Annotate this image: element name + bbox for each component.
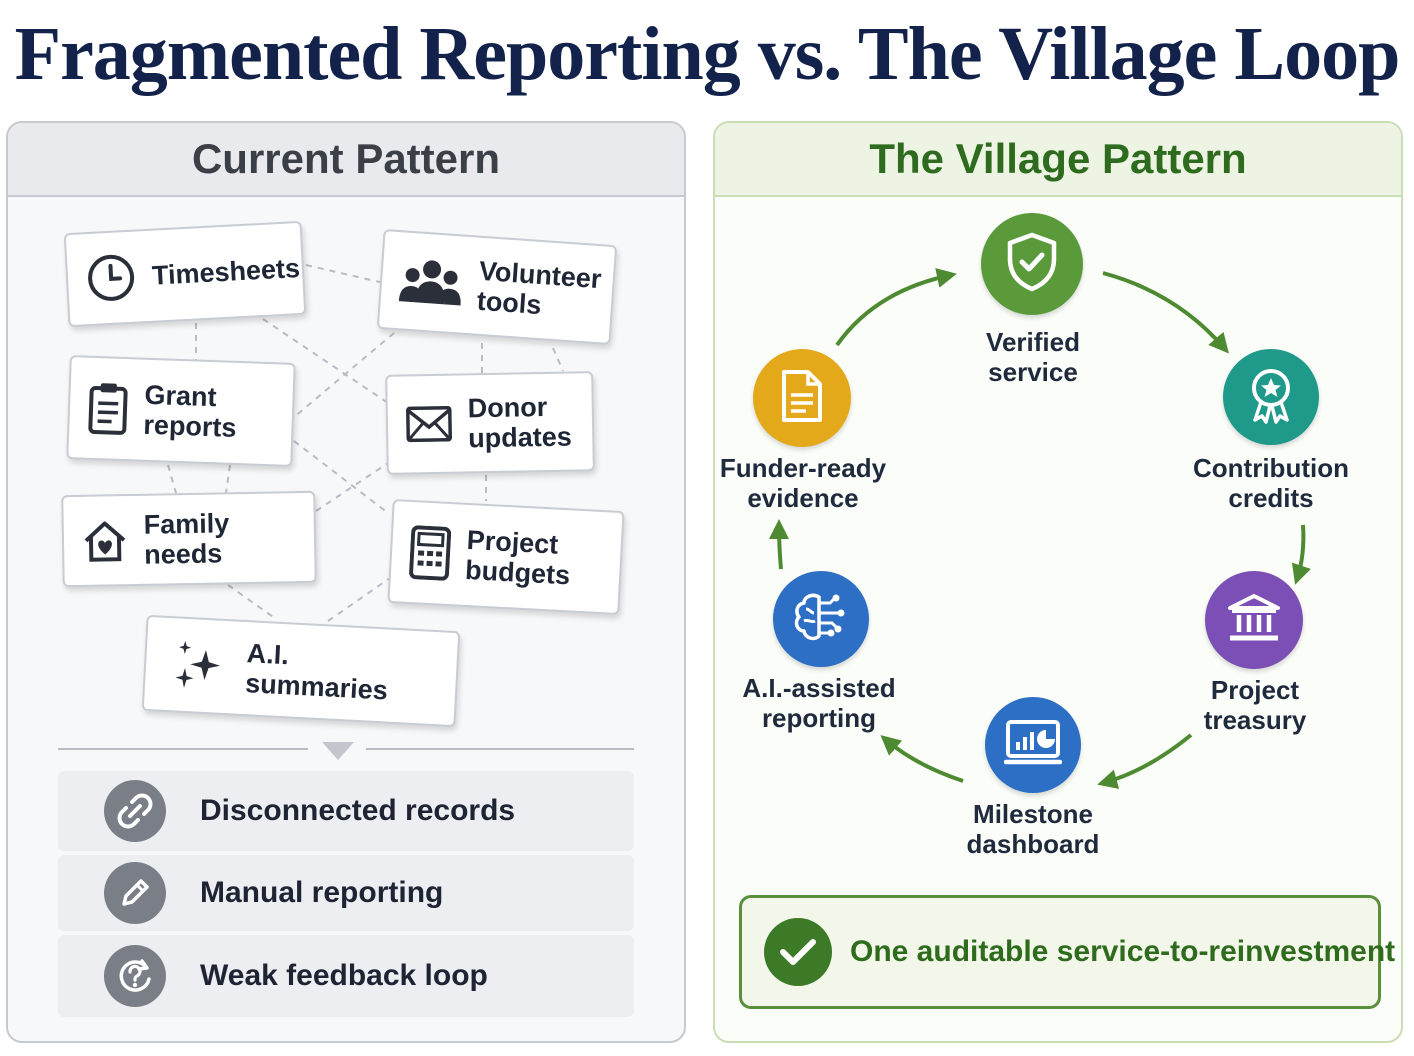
divider-arrow-icon: [322, 742, 354, 760]
arrow-to-treasury: [1291, 524, 1311, 585]
village-pattern-heading: The Village Pattern: [715, 123, 1401, 197]
check-circle-icon: [764, 918, 832, 986]
house-heart-icon: [82, 518, 129, 563]
node-label-credits: Contribution credits: [1193, 453, 1349, 513]
village-pattern-panel: The Village Pattern Verified service Con…: [713, 121, 1403, 1043]
node-label-treasury: Project treasury: [1203, 675, 1307, 735]
arrow-to-evidence: [769, 519, 790, 570]
card-label: Project budgets: [464, 524, 571, 591]
node-label-ai: A.I.-assisted reporting: [742, 673, 896, 733]
clipboard-icon: [87, 381, 129, 436]
calculator-icon: [409, 525, 452, 581]
shield-check-icon: [1004, 231, 1060, 298]
node-funder-evidence: [753, 349, 851, 447]
node-label-verified: Verified service: [986, 327, 1080, 387]
cycle-arrows: [769, 268, 1311, 789]
monitor-chart-icon: [1003, 718, 1063, 773]
current-pattern-heading: Current Pattern: [8, 123, 684, 197]
node-milestone-dashboard: [985, 697, 1081, 793]
node-verified-service: [981, 213, 1083, 315]
card-ai-summaries: A.I. summaries: [141, 614, 461, 728]
node-project-treasury: [1205, 571, 1303, 669]
document-icon: [780, 369, 824, 428]
banner-text: One auditable service-to-reinvestment lo…: [850, 935, 1401, 968]
pencil-icon: [104, 862, 166, 924]
broken-link-icon: [104, 780, 166, 842]
card-label: Volunteer tools: [475, 255, 603, 321]
card-label: A.I. summaries: [244, 638, 389, 706]
node-ai-reporting: [773, 571, 869, 667]
issue-row-weak-loop: Weak feedback loop: [58, 935, 634, 1017]
issue-row-disconnected: Disconnected records: [58, 771, 634, 851]
award-ribbon-icon: [1244, 365, 1298, 430]
node-contribution-credits: [1223, 349, 1319, 445]
page-title: Fragmented Reporting vs. The Village Loo…: [14, 12, 1401, 96]
node-label-dashboard: Milestone dashboard: [966, 799, 1100, 859]
current-pattern-panel: Current Pattern Timesheets Volunteer to: [6, 121, 686, 1043]
issue-row-manual: Manual reporting: [58, 855, 634, 931]
bank-icon: [1226, 592, 1282, 649]
clock-icon: [85, 252, 138, 305]
loop-banner: One auditable service-to-reinvestment lo…: [739, 895, 1401, 1009]
people-icon: [398, 255, 463, 309]
envelope-icon: [406, 405, 453, 443]
dashed-connections: [167, 264, 564, 622]
card-donor-updates: Donor updates: [385, 371, 595, 475]
card-grant-reports: Grant reports: [66, 355, 296, 467]
arrow-to-credits: [1102, 271, 1229, 354]
arrow-to-ai: [880, 735, 964, 783]
card-volunteer-tools: Volunteer tools: [376, 228, 618, 346]
divider-left: [58, 748, 308, 750]
card-project-budgets: Project budgets: [387, 499, 625, 615]
arrow-to-verified: [835, 268, 957, 347]
card-label: Donor updates: [467, 392, 573, 454]
issue-label: Weak feedback loop: [200, 959, 488, 992]
card-timesheets: Timesheets: [63, 220, 307, 328]
brain-circuit-icon: [792, 591, 850, 648]
sparkles-icon: [173, 638, 224, 692]
card-label: Grant reports: [142, 379, 237, 443]
question-cycle-icon: [104, 945, 166, 1007]
arrow-to-dashboard: [1097, 733, 1193, 789]
issue-label: Disconnected records: [200, 794, 516, 827]
card-label: Timesheets: [151, 252, 301, 291]
issue-label: Manual reporting: [200, 876, 444, 909]
card-family-needs: Family needs: [61, 490, 317, 588]
card-label: Family needs: [143, 508, 230, 570]
node-label-evidence: Funder-ready evidence: [719, 453, 887, 513]
divider-right: [366, 748, 634, 750]
